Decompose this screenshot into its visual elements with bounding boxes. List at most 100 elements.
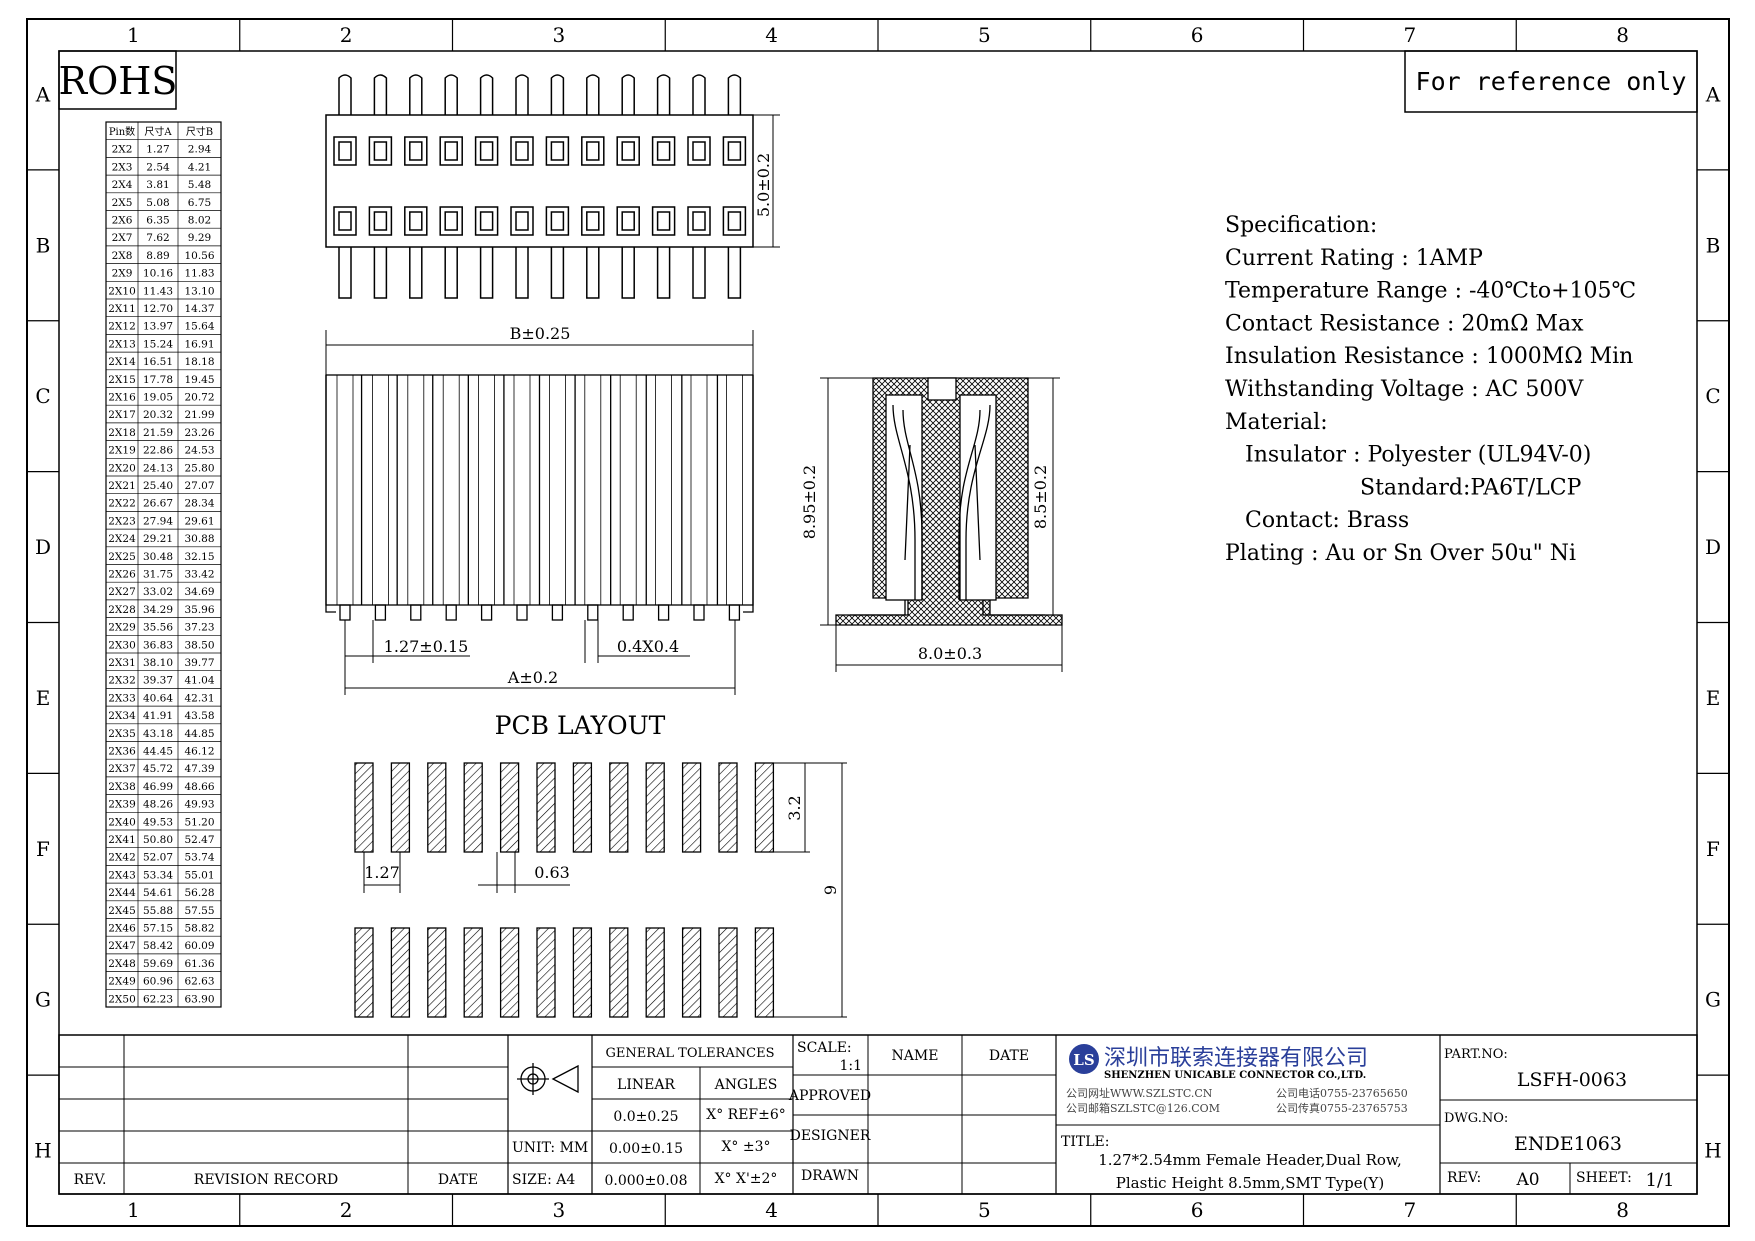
size-table-cell: 38.50 bbox=[184, 639, 214, 651]
grid-row-label-right: C bbox=[1705, 384, 1720, 408]
size-table-cell: 2X14 bbox=[108, 356, 136, 368]
title-line-2: Plastic Height 8.5mm,SMT Type(Y) bbox=[1116, 1174, 1384, 1192]
top-contact-lower-inner bbox=[656, 211, 671, 231]
dim-pad-width: 0.63 bbox=[478, 852, 570, 893]
size-table-cell: 32.15 bbox=[184, 551, 214, 563]
grid-col-label-bottom: 3 bbox=[553, 1198, 566, 1222]
grid-row-label-left: H bbox=[34, 1139, 51, 1163]
size-table-cell: 39.77 bbox=[184, 657, 214, 669]
size-table-cell: 38.10 bbox=[143, 657, 173, 669]
size-table-cell: 62.63 bbox=[184, 976, 214, 988]
size-table-cell: 51.20 bbox=[184, 816, 214, 828]
sheet-label: SHEET: bbox=[1576, 1170, 1632, 1186]
dim-side-height-outer: 8.95±0.2 bbox=[800, 377, 873, 626]
projection-symbol-icon bbox=[517, 1063, 579, 1095]
size-table-cell: 26.67 bbox=[143, 498, 173, 510]
rev-field-label: REV: bbox=[1447, 1170, 1481, 1186]
size-table-cell: 60.96 bbox=[143, 976, 173, 988]
grid-reference-ticks bbox=[27, 19, 1729, 1226]
top-contact-upper-inner bbox=[621, 141, 635, 161]
grid-row-label-right: G bbox=[1705, 988, 1721, 1012]
size-table-cell: 59.69 bbox=[143, 958, 173, 970]
top-pin-upper bbox=[515, 74, 529, 115]
top-pin-lower bbox=[692, 247, 706, 299]
side-view bbox=[835, 377, 1063, 626]
size-table-cell: 2X35 bbox=[108, 728, 136, 740]
pcb-pad-bottom bbox=[572, 927, 593, 1018]
top-contact-lower-inner bbox=[692, 211, 706, 231]
size-table-cell: 4.21 bbox=[188, 161, 211, 173]
top-contact-upper-inner bbox=[656, 141, 671, 161]
size-table-cell: 2X30 bbox=[108, 639, 136, 651]
size-table-cell: 2X7 bbox=[112, 232, 133, 244]
grid-col-label-top: 3 bbox=[553, 23, 566, 47]
top-pin-upper bbox=[444, 74, 458, 115]
pcb-pad-top bbox=[609, 762, 629, 853]
pcb-pad-top bbox=[681, 762, 702, 853]
size-table-cell: 36.83 bbox=[143, 639, 173, 651]
pcb-pad-bottom bbox=[645, 927, 665, 1018]
size-table-cell: 2X19 bbox=[108, 445, 136, 457]
dim-b-width: B±0.25 bbox=[325, 324, 754, 375]
size-table-cell: 2X45 bbox=[108, 905, 136, 917]
company-email: 公司邮箱SZLSTC@126.COM bbox=[1066, 1101, 1220, 1115]
size-table-header: 尺寸B bbox=[186, 125, 213, 138]
size-table-cell: 29.21 bbox=[143, 533, 173, 545]
pcb-pad-bottom bbox=[681, 927, 702, 1018]
top-contact-lower bbox=[687, 206, 711, 236]
size-table-cell: 43.18 bbox=[143, 728, 173, 740]
top-contact-lower bbox=[439, 206, 463, 236]
size-table-cell: 2X17 bbox=[108, 409, 136, 421]
size-table-cell: 9.29 bbox=[188, 232, 211, 244]
pcb-pad-bottom bbox=[390, 927, 411, 1018]
size-table-cell: 2X16 bbox=[108, 392, 136, 404]
size-table-cell: 2X22 bbox=[108, 498, 136, 510]
dwg-no-value: ENDE1063 bbox=[1514, 1133, 1622, 1155]
size-table-cell: 2X32 bbox=[108, 675, 136, 687]
spec-line: Insulator : Polyester (UL94V-0) bbox=[1245, 443, 1591, 468]
size-table-cell: 15.64 bbox=[184, 321, 214, 333]
size-table-cell: 50.80 bbox=[143, 834, 173, 846]
size-table-cell: 2X37 bbox=[108, 763, 136, 775]
company-logo-icon: LS bbox=[1069, 1044, 1099, 1074]
company-block: LS 深圳市联索连接器有限公司 SHENZHEN UNICABLE CONNEC… bbox=[1066, 1044, 1408, 1115]
top-contact-lower-inner bbox=[479, 211, 494, 231]
size-table-cell: 2X28 bbox=[108, 604, 136, 616]
spec-line: Contact Resistance : 20mΩ Max bbox=[1225, 311, 1584, 336]
sheet-value: 1/1 bbox=[1646, 1170, 1675, 1191]
size-table-cell: 2X47 bbox=[108, 940, 136, 952]
size-table-cell: 41.04 bbox=[184, 675, 214, 687]
linear-label: LINEAR bbox=[617, 1077, 675, 1093]
size-table-cell: 45.72 bbox=[143, 763, 173, 775]
size-table-cell: 2X24 bbox=[108, 533, 136, 545]
top-pin-lower bbox=[338, 247, 352, 299]
pcb-pad-top bbox=[718, 762, 738, 853]
grid-col-label-bottom: 7 bbox=[1404, 1198, 1417, 1222]
grid-col-label-bottom: 4 bbox=[765, 1198, 778, 1222]
grid-row-label-right: F bbox=[1706, 837, 1720, 861]
size-table-cell: 2X33 bbox=[108, 692, 136, 704]
top-pin-upper bbox=[373, 74, 388, 115]
company-fax: 公司传真0755-23765753 bbox=[1276, 1101, 1408, 1115]
pcb-pad-top bbox=[463, 762, 483, 853]
top-pin-upper bbox=[586, 74, 600, 115]
size-table-cell: 33.02 bbox=[143, 586, 173, 598]
size-table-cell: 8.89 bbox=[146, 250, 169, 262]
top-pin-lower bbox=[479, 247, 494, 299]
size-table-cell: 1.27 bbox=[146, 144, 169, 156]
size-table-cell: 11.83 bbox=[184, 268, 214, 280]
size-table-cell: 12.70 bbox=[143, 303, 173, 315]
size-table-cell: 13.97 bbox=[143, 321, 173, 333]
size-table-cell: 2X36 bbox=[108, 746, 136, 758]
spec-line: Temperature Range : -40℃to+105℃ bbox=[1225, 279, 1636, 304]
dim-row-spacing: 9 bbox=[762, 762, 847, 1018]
size-table-cell: 18.18 bbox=[184, 356, 214, 368]
size-table-cell: 6.35 bbox=[146, 215, 169, 227]
size-table-cell: 2X50 bbox=[108, 993, 136, 1005]
size-table-cell: 6.75 bbox=[188, 197, 211, 209]
front-pin bbox=[551, 604, 564, 621]
pcb-pad-bottom bbox=[354, 927, 374, 1018]
company-name-cn: 深圳市联索连接器有限公司 bbox=[1104, 1046, 1368, 1071]
grid-col-label-top: 6 bbox=[1191, 23, 1204, 47]
dim-pitch-label: 1.27±0.15 bbox=[384, 637, 469, 656]
